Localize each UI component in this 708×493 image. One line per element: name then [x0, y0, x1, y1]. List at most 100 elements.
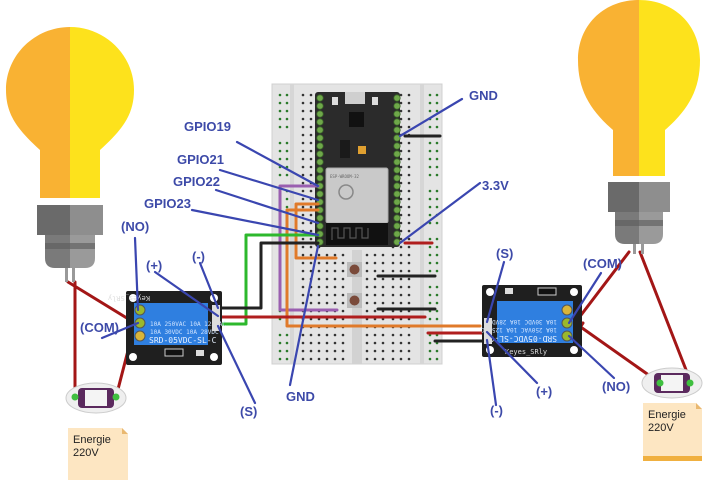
esp32-pin	[316, 110, 324, 118]
regulator	[340, 140, 350, 158]
esp32-pin	[393, 206, 401, 214]
breadboard-hole	[333, 341, 337, 345]
breadboard-hole	[325, 341, 329, 345]
note-left-line1: Energie	[73, 434, 111, 446]
breadboard-hole	[435, 125, 439, 129]
breadboard-hole	[285, 125, 289, 129]
breadboard-hole	[381, 333, 385, 337]
esp32-pin	[393, 94, 401, 102]
breadboard-hole	[325, 253, 329, 257]
breadboard-hole	[301, 181, 305, 185]
breadboard-hole	[399, 253, 403, 257]
relay-module-left: 10A 250VAC 10A 125VAC 10A 30VDC 10A 28VD…	[108, 291, 226, 365]
label-right-no: (NO)	[602, 379, 630, 394]
breadboard-hole	[285, 141, 289, 145]
breadboard-hole	[309, 213, 313, 217]
breadboard-hole	[341, 293, 345, 297]
breadboard-hole	[399, 109, 403, 113]
breadboard-hole	[317, 269, 321, 273]
note-right: Energie 220V	[643, 403, 702, 461]
breadboard-hole	[309, 109, 313, 113]
breadboard-hole	[325, 293, 329, 297]
breadboard-hole	[309, 157, 313, 161]
esp32-pin	[316, 222, 324, 230]
callout-right-minus	[485, 338, 498, 407]
breadboard-hole	[407, 157, 411, 161]
breadboard-hole	[333, 285, 337, 289]
label-left-minus: (-)	[192, 249, 205, 264]
breadboard-hole	[428, 213, 432, 217]
relay-left-terminal-nc	[134, 330, 146, 342]
breadboard-hole	[365, 293, 369, 297]
callout-3v3	[398, 181, 482, 245]
breadboard-hole	[407, 349, 411, 353]
esp32-pin	[393, 166, 401, 174]
esp32-pin	[393, 110, 401, 118]
label-left-plus: (+)	[146, 258, 162, 273]
breadboard-hole	[285, 93, 289, 97]
breadboard-hole	[309, 173, 313, 177]
callout-gpio23	[190, 208, 320, 237]
breadboard-hole	[309, 141, 313, 145]
breadboard-hole	[428, 165, 432, 169]
breadboard-hole	[435, 109, 439, 113]
esp32-pin	[316, 118, 324, 126]
breadboard-hole	[381, 341, 385, 345]
breadboard-hole	[428, 349, 432, 353]
breadboard-hole	[428, 197, 432, 201]
mains-wire-right-lamp-com	[573, 250, 631, 325]
breadboard-hole	[399, 165, 403, 169]
breadboard-hole	[407, 293, 411, 297]
breadboard-hole	[301, 269, 305, 273]
breadboard-hole	[407, 181, 411, 185]
label-left-com: (COM)	[80, 320, 119, 335]
breadboard-hole	[428, 93, 432, 97]
callout-gnd-bottom	[288, 244, 320, 387]
breadboard-hole	[301, 157, 305, 161]
callout-left-minus	[198, 261, 220, 310]
module-label: ESP-WROOM-32	[330, 174, 359, 179]
esp32-pin	[316, 126, 324, 134]
breadboard-hole	[435, 117, 439, 121]
note-left-line2: 220V	[73, 447, 99, 459]
breadboard-hole	[407, 269, 411, 273]
breadboard-hole	[407, 229, 411, 233]
relay-right-terminal-no	[561, 330, 573, 342]
relay-right-rating-2: 10A 30VDC 10A 28VDC	[488, 318, 557, 325]
relay-right-coil-housing	[497, 301, 559, 343]
breadboard-hole	[333, 277, 337, 281]
breadboard-hole	[278, 341, 282, 345]
breadboard-hole	[399, 189, 403, 193]
breadboard-hole	[407, 285, 411, 289]
breadboard-hole	[435, 165, 439, 169]
breadboard-hole	[399, 357, 403, 361]
breadboard-hole	[317, 293, 321, 297]
breadboard-hole	[373, 285, 377, 289]
breadboard-hole	[381, 301, 385, 305]
breadboard-hole	[399, 229, 403, 233]
breadboard-hole	[399, 349, 403, 353]
breadboard-hole	[399, 245, 403, 249]
breadboard-hole	[341, 309, 345, 313]
label-gpio21: GPIO21	[177, 152, 224, 167]
esp32-pin	[316, 214, 324, 222]
breadboard-hole	[428, 285, 432, 289]
breadboard-hole	[373, 349, 377, 353]
breadboard-hole	[285, 341, 289, 345]
breadboard-hole	[399, 101, 403, 105]
label-right-minus: (-)	[490, 403, 503, 418]
bulb-right-glass-half	[639, 0, 700, 176]
esp32-pin	[393, 198, 401, 206]
breadboard-hole	[309, 261, 313, 265]
breadboard-hole	[285, 197, 289, 201]
breadboard-hole	[365, 285, 369, 289]
relay-right-model: SRD-05VDC-SL-C	[489, 334, 557, 343]
breadboard-hole	[309, 349, 313, 353]
breadboard-hole	[435, 357, 439, 361]
breadboard-hole	[301, 253, 305, 257]
breadboard-hole	[407, 245, 411, 249]
breadboard-hole	[301, 149, 305, 153]
breadboard-hole	[278, 101, 282, 105]
breadboard-hole	[341, 253, 345, 257]
